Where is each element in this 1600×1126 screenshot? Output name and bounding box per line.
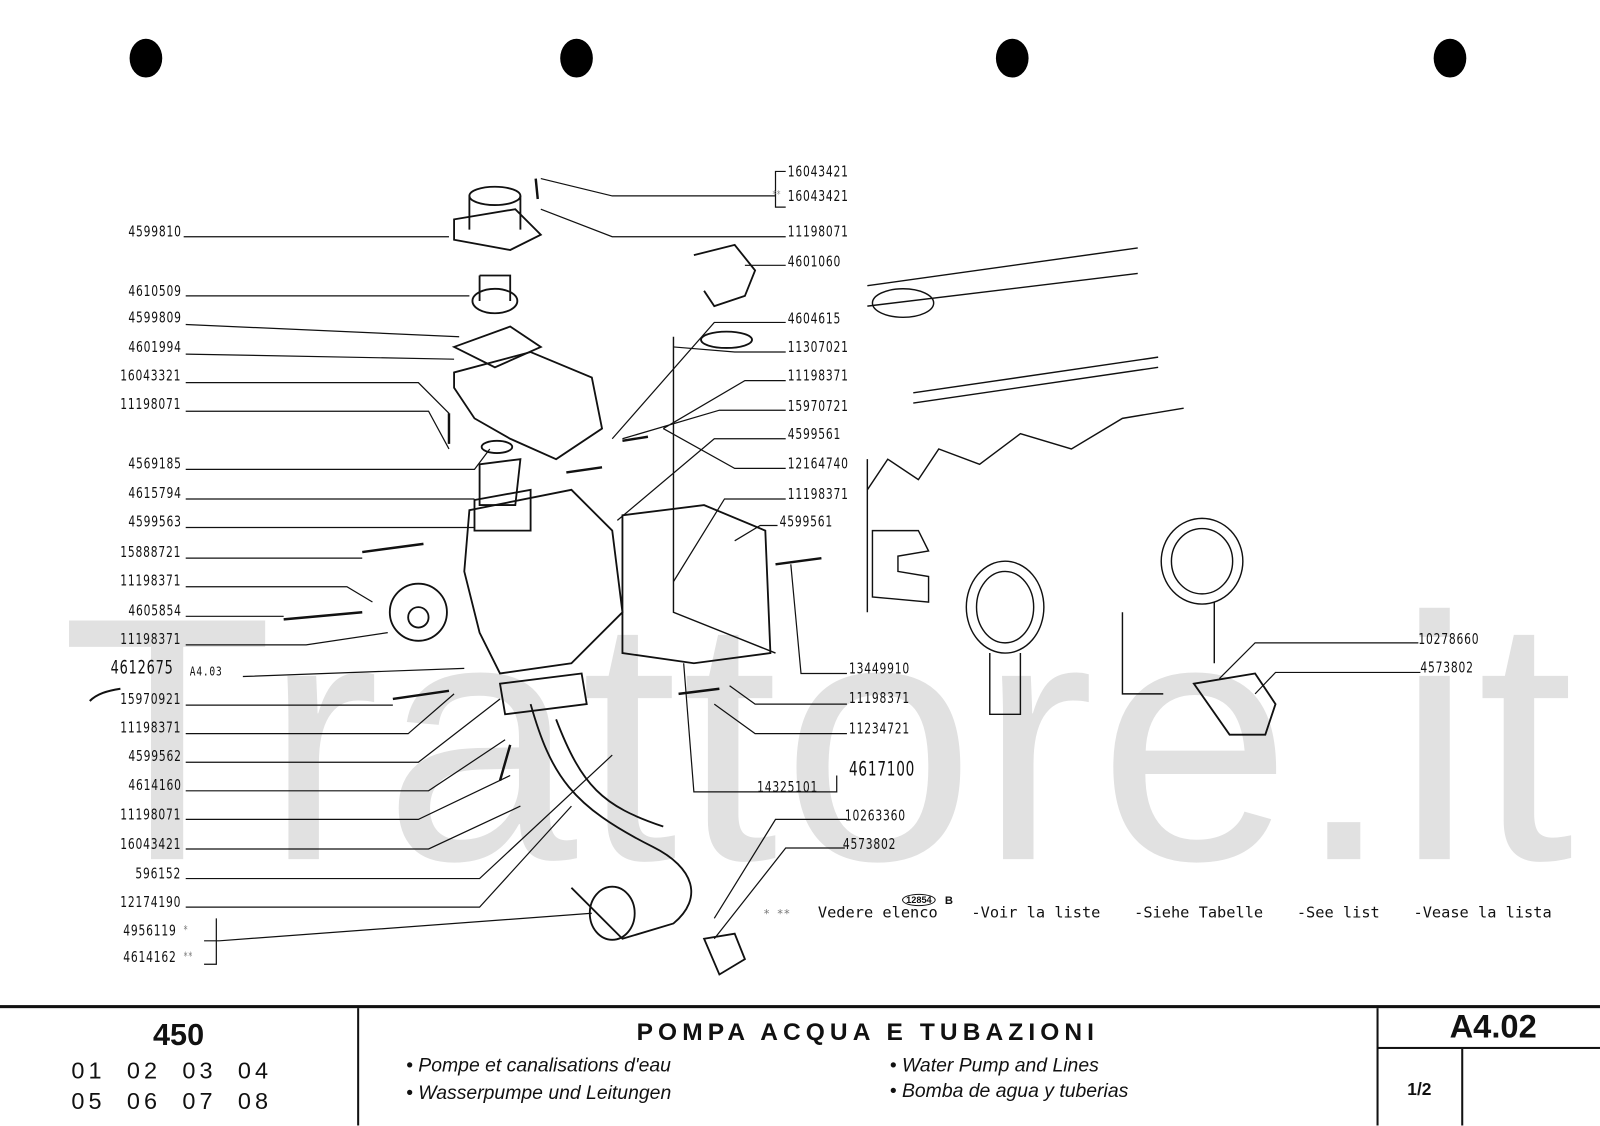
part-number: 11307021 [787, 337, 849, 357]
bolts [283, 178, 822, 781]
part-number: 4569185 [128, 454, 182, 473]
part-number: 4601994 [128, 337, 182, 357]
part-number: 4601060 [787, 252, 842, 271]
page-title: POMPA ACQUA E TUBAZIONI [636, 1018, 1100, 1046]
part-number: 13449910 [848, 659, 910, 678]
pen-mark [89, 687, 121, 702]
part-number: 4573802 [842, 834, 897, 854]
note-item: -Vease la lista [1413, 903, 1552, 922]
part-number: 16043421 [787, 186, 849, 206]
binder-hole [995, 38, 1029, 78]
part-number: 4604615 [787, 309, 842, 328]
assembly-number: 4617100 [848, 758, 916, 781]
subtitle-fr: • Pompe et canalisations d'eau [406, 1055, 671, 1077]
part-number: 596152 [135, 864, 182, 883]
part-number: 10278660 [1418, 629, 1480, 648]
asterisk-marker: ** [772, 189, 782, 202]
part-number: 4599561 [779, 512, 833, 531]
part-number: 4599562 [128, 746, 182, 766]
watermark: Trattore.it [61, 545, 1578, 934]
title-block: 450 01 02 03 04 05 06 07 08 POMPA ACQUA … [0, 1005, 1600, 1126]
versions-row: 01 02 03 04 [71, 1057, 273, 1084]
part-number: 4573802 [1420, 658, 1474, 677]
part-number: 4614160 [128, 775, 182, 794]
part-number: 11198371 [120, 629, 182, 648]
part-number: 14325101 [757, 777, 819, 796]
part-number: 11198371 [120, 718, 182, 737]
part-number: 4599809 [128, 308, 182, 327]
binder-hole [129, 38, 163, 78]
part-number: 4614162 [123, 947, 177, 967]
page-code: A4.02 [1449, 1008, 1537, 1045]
subtitle-de: • Wasserpumpe und Leitungen [406, 1082, 672, 1105]
part-number: 11198071 [787, 222, 849, 241]
code-cell: A4.02 [1377, 1008, 1600, 1049]
page-reference: A4.03 [189, 664, 223, 679]
part-number: 4599810 [128, 222, 182, 241]
part-number: 4956119 [123, 921, 177, 940]
asterisk-marker: * [183, 923, 189, 937]
binder-hole [1433, 38, 1467, 78]
part-number: 4599563 [128, 512, 182, 531]
leader-lines [183, 170, 1421, 965]
part-number: 15888721 [120, 542, 182, 562]
part-number: 4612675 [110, 657, 174, 679]
note-item: -Voir la liste [971, 903, 1101, 922]
part-number: 10263360 [844, 806, 906, 825]
see-list-note: 12854 B * ** Vedere elenco -Voir la list… [763, 893, 1552, 922]
part-number: 4615794 [128, 483, 182, 503]
binder-hole [560, 38, 593, 78]
note-item: -See list [1296, 903, 1380, 922]
part-number: 15970721 [787, 396, 849, 416]
subtitle-en: • Water Pump and Lines [889, 1055, 1099, 1077]
part-number: 4599561 [787, 424, 842, 443]
sheet-number: 1/2 [1407, 1079, 1432, 1099]
part-number: 4605854 [128, 601, 182, 620]
badge-drawing-ref: 12854 [902, 893, 936, 907]
part-number: 15970921 [120, 689, 182, 709]
note-item: Vedere elenco [817, 903, 938, 922]
part-number: 11198371 [120, 571, 182, 590]
part-number: 12174190 [120, 892, 182, 912]
subtitle-es: • Bomba de agua y tuberias [889, 1080, 1129, 1103]
part-number: 12164740 [787, 454, 849, 473]
part-number: 16043421 [120, 834, 182, 854]
asterisk-marker: ** [183, 949, 194, 964]
part-number: 4610509 [128, 281, 182, 300]
versions-row: 05 06 07 08 [71, 1087, 273, 1115]
part-number: 11234721 [848, 719, 910, 738]
part-number: 11198371 [787, 366, 849, 385]
model-cell: 450 01 02 03 04 05 06 07 08 [0, 1008, 360, 1126]
part-number: 11198071 [120, 394, 182, 414]
badge-suffix: B [944, 894, 954, 908]
part-number: 16043321 [120, 366, 182, 385]
engine-block-outline [672, 247, 1244, 715]
sheet-cell: 1/2 [1378, 1048, 1464, 1126]
badge-number: 12854 [906, 894, 932, 906]
part-number: 11198371 [787, 484, 849, 504]
pump-assembly [388, 185, 1277, 976]
part-number: 11198371 [848, 688, 910, 708]
note-item: -Siehe Tabelle [1134, 903, 1264, 922]
model-number: 450 [153, 1018, 205, 1053]
title-cell: POMPA ACQUA E TUBAZIONI • Pompe et canal… [359, 1008, 1379, 1126]
part-number: 11198071 [120, 805, 182, 824]
asterisk-marker: * ** [763, 907, 791, 921]
part-number: 16043421 [787, 162, 849, 181]
